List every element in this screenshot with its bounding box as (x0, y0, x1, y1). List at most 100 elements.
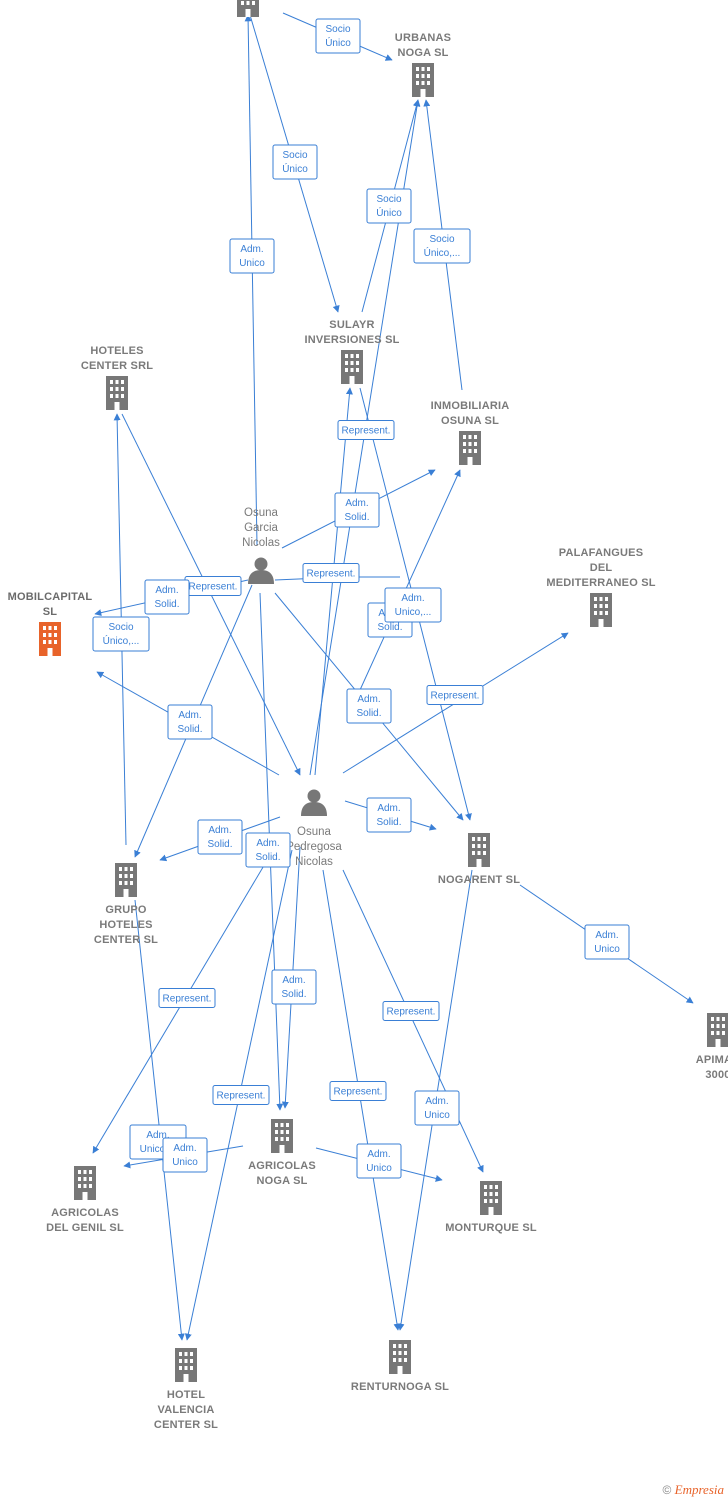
edge-label[interactable]: Adm.Solid. (366, 797, 412, 833)
node-label: NOGA SL (256, 1175, 307, 1187)
relationship-edge (244, 14, 258, 546)
node-label: AGRICOLAS (51, 1207, 119, 1219)
edge-label[interactable]: Represent. (212, 1085, 270, 1105)
node-label: 3000 (705, 1069, 728, 1081)
company-node-sulayr[interactable]: SULAYR INVERSIONES SL (304, 319, 399, 384)
brand-logo[interactable]: Empresia (674, 1482, 724, 1497)
node-label: DEL (590, 562, 613, 574)
edge-label-box (229, 238, 275, 274)
edge-label-box (158, 988, 216, 1008)
company-node-monturque[interactable]: MONTURQUE SL (445, 1181, 537, 1234)
edge-label[interactable]: Adm.Solid. (144, 579, 190, 615)
edge-label-text: Solid. (377, 622, 402, 633)
edge-label[interactable]: Represent. (337, 420, 395, 440)
edge-label[interactable]: Adm.Unico,... (384, 587, 442, 623)
edge-label-text: Solid. (177, 724, 202, 735)
node-label: INMOBILIARIA (431, 400, 510, 412)
company-node-renturnoga[interactable]: RENTURNOGA SL (351, 1340, 449, 1393)
edge-label[interactable]: Adm.Solid. (245, 832, 291, 868)
edge-label-text: Solid. (281, 989, 306, 1000)
company-node-nogarent[interactable]: NOGARENT SL (438, 833, 520, 886)
edge-label-box (413, 228, 471, 264)
edge-label[interactable]: SocioÚnico,... (413, 228, 471, 264)
edge-label-text: Adm. (377, 803, 400, 814)
company-node-top[interactable] (237, 0, 259, 17)
edge-label-text: Único (376, 206, 402, 219)
edge-label[interactable]: Adm.Unico (229, 238, 275, 274)
node-label: INVERSIONES SL (304, 334, 399, 346)
edge-label[interactable]: Represent. (382, 1001, 440, 1021)
edge-label[interactable]: SocioÚnico,... (92, 616, 150, 652)
edge-label-text: Unico (424, 1110, 450, 1121)
edge-label[interactable]: Represent. (158, 988, 216, 1008)
node-label: GRUPO (105, 904, 147, 916)
edge-label-text: Socio (108, 622, 133, 633)
edge-label-text: Unico,... (140, 1144, 177, 1155)
node-label: RENTURNOGA SL (351, 1381, 449, 1393)
edge-label[interactable]: Adm.Solid. (334, 492, 380, 528)
copyright-symbol: © (662, 1483, 672, 1497)
edge-label-box (272, 144, 318, 180)
edge-label[interactable]: Represent. (426, 685, 484, 705)
edge-label-text: Represent. (334, 1087, 383, 1098)
edge-label[interactable]: Represent. (184, 576, 242, 596)
edge-label[interactable]: Adm.Unico (584, 924, 630, 960)
edge-label-text: Adm. (401, 593, 424, 604)
building-icon (707, 1013, 728, 1047)
edge-labels-layer: SocioÚnicoSocioÚnicoAdm.UnicoSocioÚnicoS… (92, 18, 630, 1179)
building-icon (480, 1181, 502, 1215)
edge-label[interactable]: Represent. (302, 563, 360, 583)
edge-label[interactable]: Adm.Solid. (271, 969, 317, 1005)
person-icon (301, 789, 327, 816)
edge-label-text: Adm. (146, 1130, 169, 1141)
node-label: NOGARENT SL (438, 874, 520, 886)
edge-label-text: Represent. (189, 582, 238, 593)
node-label: URBANAS (395, 32, 451, 44)
node-label: CENTER SL (94, 934, 158, 946)
edge-label[interactable]: Adm. Solid. (167, 704, 213, 740)
edge-label-text: Solid. (154, 599, 179, 610)
building-icon (106, 376, 128, 410)
node-label: MONTURQUE SL (445, 1222, 537, 1234)
edge-label[interactable]: Adm.Solid. (346, 688, 392, 724)
edge-label-text: Adm. (178, 710, 201, 721)
edge-label-box (315, 18, 361, 54)
node-label: Osuna (297, 826, 331, 838)
company-node-apimar[interactable]: APIMAR3000 (696, 1013, 728, 1081)
edge-label[interactable]: Represent. (329, 1081, 387, 1101)
edge-label-text: Solid. (356, 708, 381, 719)
node-label: Pedregosa (286, 841, 342, 853)
edge-label[interactable]: Adm.Unico (414, 1090, 460, 1126)
building-icon (468, 833, 490, 867)
edge-label[interactable]: Adm.Unico (356, 1143, 402, 1179)
edge-label-box (356, 1143, 402, 1179)
edge-label-text: Socio (376, 194, 401, 205)
edge-label-box (382, 1001, 440, 1021)
node-label: CENTER SRL (81, 360, 153, 372)
edge-label-text: Adm. (240, 244, 263, 255)
edge-label-box (346, 688, 392, 724)
node-label: SULAYR (329, 319, 374, 331)
building-icon (175, 1348, 197, 1382)
node-label: HOTEL (167, 1389, 205, 1401)
edge-label[interactable]: Adm.Solid. (197, 819, 243, 855)
edge-label-text: Unico (594, 944, 620, 955)
edge-label-box (167, 704, 213, 740)
building-icon (115, 863, 137, 897)
edge-label[interactable]: Adm.Unico (162, 1137, 208, 1173)
edge-label-box (144, 579, 190, 615)
